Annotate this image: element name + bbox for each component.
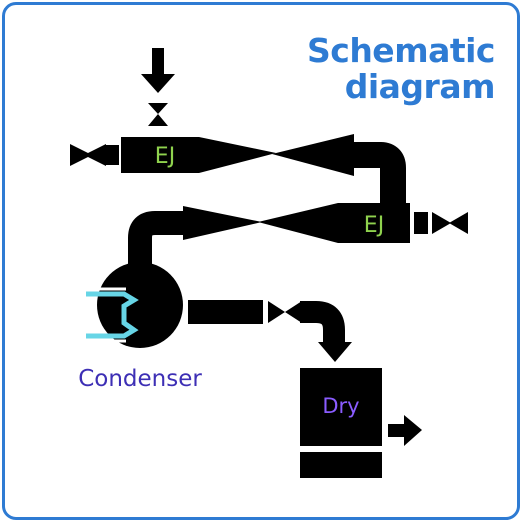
inlet-arrow bbox=[141, 48, 175, 93]
ejector-top-label: EJ bbox=[155, 144, 175, 169]
dryer-valve bbox=[268, 301, 285, 323]
dryer-base bbox=[300, 452, 382, 478]
title-line-2: diagram bbox=[344, 67, 496, 106]
dryer-feed-pipe bbox=[300, 301, 345, 342]
dryer: Dry bbox=[300, 368, 382, 478]
top-left-valve bbox=[70, 144, 92, 166]
bottom-right-valve-stub bbox=[414, 212, 428, 234]
bottom-right-valve bbox=[432, 212, 451, 234]
ejector-top: EJ bbox=[121, 134, 354, 176]
condenser bbox=[86, 262, 183, 348]
condenser-inlet-pipe bbox=[128, 211, 183, 272]
ejector-bottom-label: EJ bbox=[364, 213, 384, 238]
dryer-feed-arrow bbox=[318, 342, 352, 362]
inlet-valve bbox=[148, 103, 168, 126]
condenser-label: Condenser bbox=[78, 366, 202, 392]
dryer-outlet-arrow bbox=[388, 415, 422, 446]
condenser-coil-icon bbox=[86, 291, 139, 339]
ejector-bottom: EJ bbox=[183, 203, 410, 243]
title-line-1: Schematic bbox=[306, 31, 496, 70]
condenser-outlet-pipe bbox=[188, 300, 263, 324]
crossover-pipe bbox=[354, 142, 406, 208]
diagram-title: Schematic diagram bbox=[306, 31, 496, 106]
dryer-label: Dry bbox=[322, 394, 359, 418]
